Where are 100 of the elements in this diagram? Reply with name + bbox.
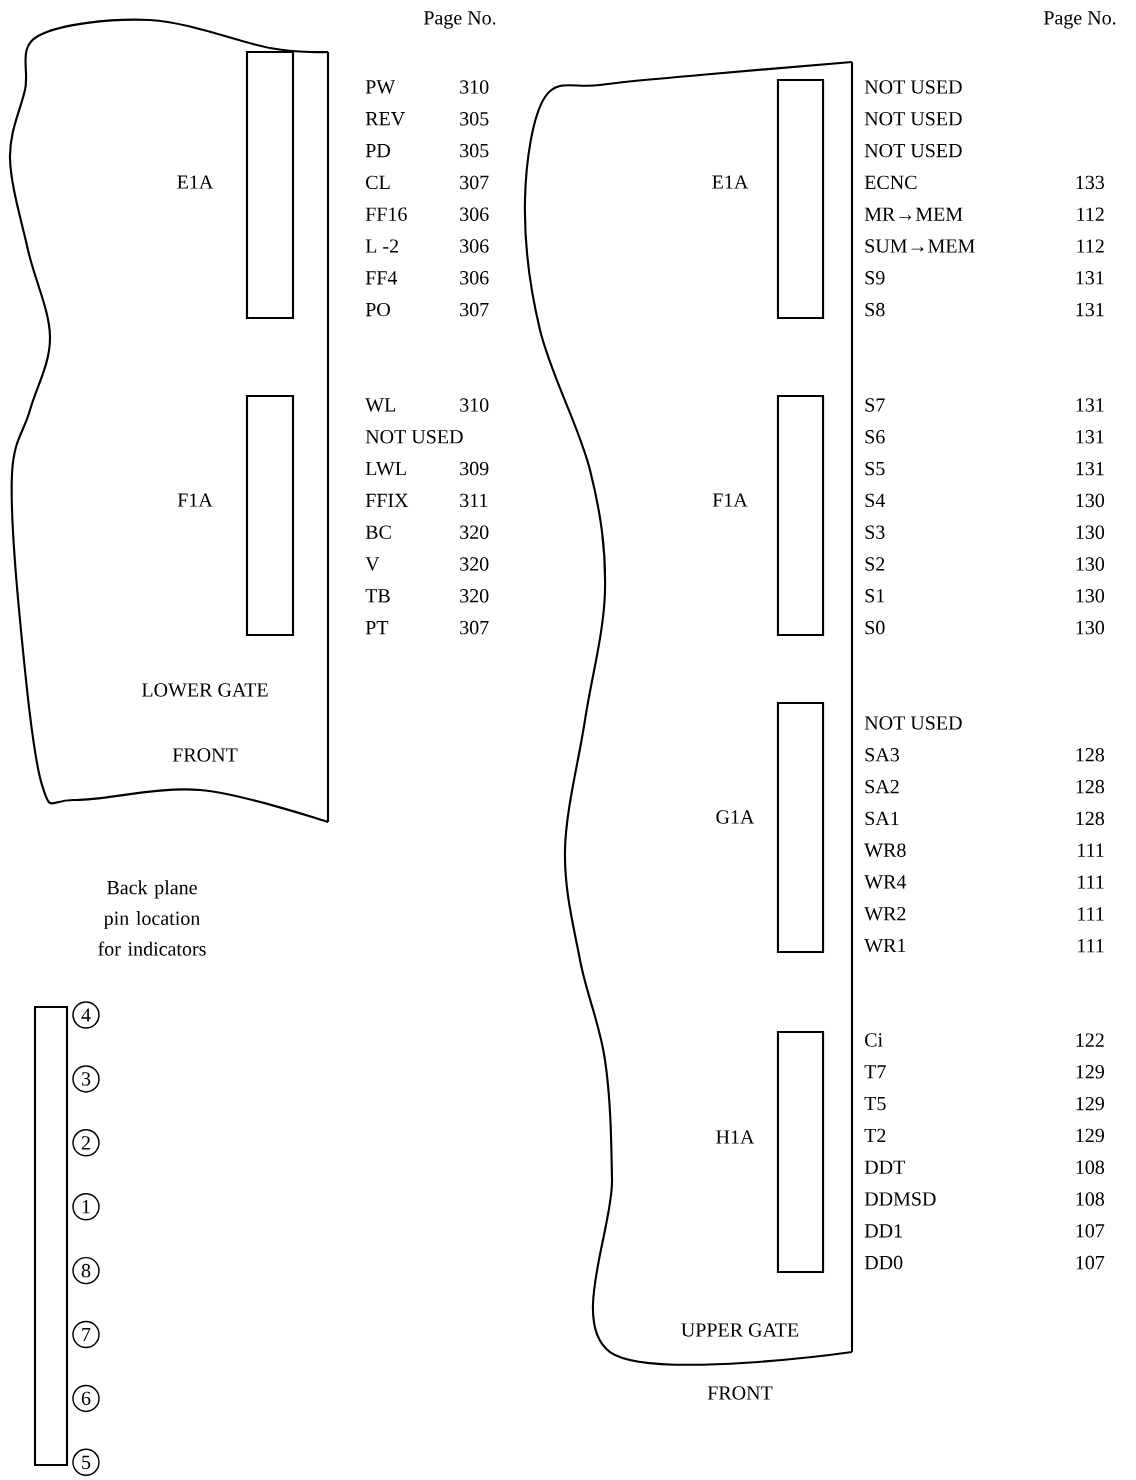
signal-label: 129 bbox=[1076, 1096, 1104, 1111]
signal-label: S0 bbox=[865, 620, 885, 635]
signal-label: 131 bbox=[1076, 271, 1104, 285]
column-heading: Page No. bbox=[423, 11, 496, 29]
signal-label: S3 bbox=[865, 525, 885, 539]
signal-label: 131 bbox=[1076, 398, 1104, 412]
signal-label: LWL bbox=[365, 461, 406, 476]
signal-label: WL bbox=[365, 398, 396, 412]
signal-label: L -2 bbox=[365, 239, 398, 253]
signal-label: 122 bbox=[1076, 1033, 1104, 1047]
signal-label: 306 bbox=[460, 271, 489, 285]
signal-label: DDT bbox=[864, 1160, 905, 1174]
signal-label: FFIX bbox=[365, 493, 409, 507]
panel-label: FRONT bbox=[172, 748, 238, 762]
signal-label: S6 bbox=[865, 430, 885, 444]
signal-label: 112 bbox=[1077, 207, 1104, 221]
signal-label: S4 bbox=[865, 493, 885, 508]
signal-label: 131 bbox=[1076, 461, 1104, 476]
signal-label: 128 bbox=[1076, 811, 1105, 826]
signal-label: 111 bbox=[1078, 875, 1104, 889]
signal-label: 311 bbox=[460, 493, 488, 508]
connector-label: H1A bbox=[716, 1130, 755, 1144]
signal-label: MR→MEM bbox=[864, 207, 963, 221]
signal-label: 307 bbox=[460, 175, 489, 190]
connector-label: E1A bbox=[712, 175, 749, 189]
signal-label: 107 bbox=[1076, 1224, 1105, 1238]
signal-label: S1 bbox=[865, 589, 885, 603]
signal-label: 128 bbox=[1076, 779, 1105, 794]
signal-label: 108 bbox=[1076, 1192, 1105, 1206]
signal-label: REV bbox=[365, 112, 405, 126]
signal-label: PW bbox=[365, 80, 396, 94]
signal-label: CL bbox=[366, 175, 390, 190]
signal-label: 111 bbox=[1078, 939, 1104, 953]
signal-label: PO bbox=[365, 302, 390, 317]
signal-label: 130 bbox=[1076, 620, 1105, 635]
signal-label: WR1 bbox=[864, 938, 906, 953]
signal-label: ECNC bbox=[864, 175, 917, 190]
signal-label: S9 bbox=[865, 271, 885, 285]
signal-label: S8 bbox=[865, 302, 885, 317]
signal-label: 112 bbox=[1077, 239, 1104, 253]
signal-label: 305 bbox=[460, 112, 489, 126]
signal-label: 130 bbox=[1076, 557, 1105, 571]
signal-label: 107 bbox=[1076, 1255, 1105, 1270]
signal-label: DD1 bbox=[864, 1224, 902, 1238]
note-text: Back plane pin location for indicators bbox=[98, 880, 206, 956]
pin-strip bbox=[33, 1005, 69, 1467]
signal-label: 131 bbox=[1076, 430, 1104, 444]
signal-label: WR2 bbox=[864, 907, 906, 921]
signal-label: 108 bbox=[1076, 1160, 1105, 1174]
signal-label: FF16 bbox=[365, 207, 407, 221]
signal-label: PD bbox=[365, 144, 390, 158]
signal-label: 307 bbox=[460, 620, 489, 635]
signal-label: WR8 bbox=[864, 843, 906, 857]
signal-label: 320 bbox=[460, 557, 489, 571]
signal-label: 130 bbox=[1076, 493, 1105, 508]
signal-label: 307 bbox=[460, 302, 489, 317]
column-heading: Page No. bbox=[1043, 11, 1116, 29]
signal-label: 306 bbox=[460, 207, 489, 221]
signal-label: 111 bbox=[1078, 843, 1104, 857]
signal-label: T7 bbox=[864, 1065, 886, 1079]
signal-label: 320 bbox=[460, 525, 489, 539]
signal-label: SUM→MEM bbox=[865, 239, 975, 253]
signal-label: 129 bbox=[1076, 1065, 1104, 1079]
connector-label: F1A bbox=[177, 493, 213, 507]
signal-label: 130 bbox=[1076, 525, 1105, 539]
signal-label: BC bbox=[365, 525, 391, 539]
signal-label: 310 bbox=[460, 398, 489, 412]
connector-label: F1A bbox=[712, 493, 748, 507]
signal-label: S2 bbox=[865, 557, 885, 571]
signal-label: T2 bbox=[864, 1128, 886, 1143]
signal-label: TB bbox=[365, 589, 390, 603]
connector-label: G1A bbox=[716, 810, 755, 824]
panel-label: LOWER GATE bbox=[142, 683, 268, 697]
signal-label: 305 bbox=[460, 143, 489, 158]
signal-label: 130 bbox=[1076, 589, 1105, 603]
signal-label: 306 bbox=[460, 239, 489, 253]
signal-label: NOT USED bbox=[864, 716, 962, 730]
panel-label: UPPER GATE bbox=[681, 1323, 799, 1337]
signal-label: 133 bbox=[1076, 175, 1105, 190]
signal-label: T5 bbox=[864, 1096, 886, 1111]
signal-label: NOT USED bbox=[365, 430, 463, 444]
signal-label: S7 bbox=[865, 398, 885, 412]
signal-label: V bbox=[365, 557, 380, 571]
signal-label: Ci bbox=[865, 1033, 883, 1047]
signal-label: 131 bbox=[1076, 302, 1104, 317]
signal-label: SA2 bbox=[865, 779, 899, 794]
signal-label: FF4 bbox=[365, 271, 398, 285]
signal-label: DDMSD bbox=[864, 1192, 936, 1206]
signal-label: SA1 bbox=[865, 811, 899, 826]
connector-label: E1A bbox=[177, 175, 214, 189]
signal-label: NOT USED bbox=[864, 112, 962, 126]
signal-label: 128 bbox=[1076, 748, 1105, 762]
signal-label: NOT USED bbox=[864, 80, 962, 94]
signal-label: NOT USED bbox=[864, 143, 962, 158]
signal-label: 320 bbox=[460, 589, 489, 603]
signal-label: WR4 bbox=[864, 875, 907, 889]
signal-label: 129 bbox=[1076, 1128, 1104, 1143]
signal-label: DD0 bbox=[864, 1255, 903, 1270]
panel-caption: FRONT bbox=[707, 1386, 773, 1400]
signal-label: 310 bbox=[460, 80, 489, 94]
